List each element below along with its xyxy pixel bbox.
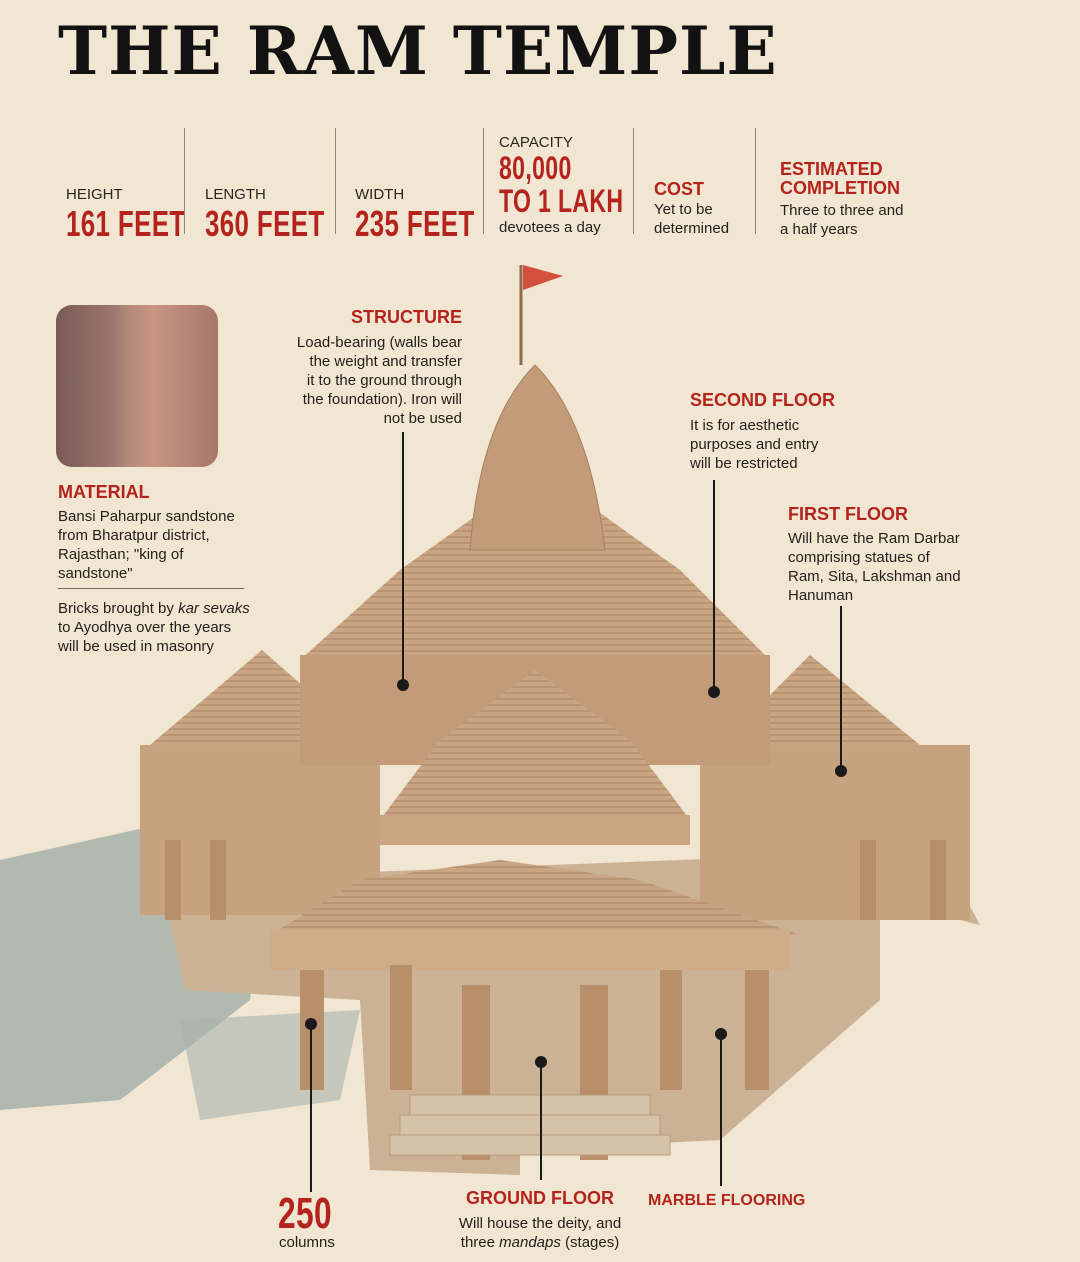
second-floor-line-3: will be restricted (690, 455, 798, 472)
material-divider (58, 588, 244, 589)
front-mandap-roof (380, 670, 690, 820)
structure-line-5: not be used (383, 410, 462, 427)
columns-label: columns (279, 1234, 335, 1251)
completion-line-2: a half years (780, 221, 858, 238)
material-line-4: sandstone" (58, 565, 133, 582)
material-line-3: Rajasthan; "king of (58, 546, 184, 563)
length-label: LENGTH (205, 186, 266, 203)
stat-divider (633, 128, 634, 234)
first-floor-marker-dot (835, 765, 847, 777)
completion-heading-1: ESTIMATED (780, 159, 883, 179)
sandstone-photo (56, 305, 218, 467)
capacity-value-1: 80,000 (499, 150, 572, 186)
page-title: THE RAM TEMPLE (58, 12, 778, 90)
width-value: 235 FEET (355, 203, 475, 244)
stat-divider (335, 128, 336, 234)
structure-line-4: the foundation). Iron will (302, 391, 462, 408)
first-floor-heading: FIRST FLOOR (788, 504, 908, 524)
stat-divider (184, 128, 185, 234)
cost-line-2: determined (654, 220, 730, 237)
material-line-2: from Bharatpur district, (58, 527, 210, 544)
structure-heading: STRUCTURE (351, 307, 462, 327)
first-floor-line-1: Will have the Ram Darbar (788, 530, 960, 547)
height-value: 161 FEET (66, 203, 186, 244)
capacity-value-2: TO 1 LAKH (499, 183, 624, 219)
stat-divider (483, 128, 484, 234)
marble-leader-line (720, 1034, 722, 1186)
marble-flooring-heading: MARBLE FLOORING (648, 1192, 806, 1209)
cost-heading: COST (654, 179, 705, 199)
second-floor-marker-dot (708, 686, 720, 698)
cost-line-1: Yet to be (654, 201, 713, 218)
bricks-line-2: to Ayodhya over the years (58, 619, 232, 636)
main-roof (300, 470, 770, 660)
material-heading: MATERIAL (58, 482, 150, 502)
material-line-1: Bansi Paharpur sandstone (58, 508, 235, 525)
flag (523, 265, 563, 290)
temple-illustration (0, 265, 980, 1175)
bricks-line-1: Bricks brought by kar sevaks (58, 600, 250, 617)
structure-line-2: the weight and transfer (309, 353, 462, 370)
columns-leader-line (310, 1024, 312, 1192)
structure-line-3: it to the ground through (306, 372, 462, 389)
second-floor-line-1: It is for aesthetic (690, 417, 800, 434)
first-floor-line-2: comprising statues of (788, 549, 930, 566)
front-mandap-eave (380, 815, 690, 845)
ground-shadow (180, 1010, 360, 1120)
columns-count: 250 (278, 1189, 332, 1238)
second-floor-leader-line (713, 480, 715, 690)
completion-line-1: Three to three and (780, 202, 904, 219)
height-label: HEIGHT (66, 186, 123, 203)
capacity-label: CAPACITY (499, 134, 573, 151)
length-value: 360 FEET (205, 203, 325, 244)
capacity-note: devotees a day (499, 219, 601, 236)
width-label: WIDTH (355, 186, 405, 203)
ground-floor-line-1: Will house the deity, and (458, 1215, 622, 1232)
second-floor-heading: SECOND FLOOR (690, 390, 836, 410)
structure-leader-line (402, 432, 404, 684)
first-floor-line-3: Ram, Sita, Lakshman and (788, 568, 961, 585)
second-floor-line-2: purposes and entry (690, 436, 819, 453)
completion-heading-2: COMPLETION (780, 178, 900, 198)
ground-floor-leader-line (540, 1062, 542, 1180)
porch-eave (270, 930, 790, 970)
first-floor-line-4: Hanuman (788, 587, 854, 604)
bricks-line-3: will be used in masonry (58, 638, 214, 655)
porch-roof (270, 860, 800, 935)
main-spire (469, 364, 606, 551)
structure-marker-dot (397, 679, 409, 691)
structure-line-1: Load-bearing (walls bear (296, 334, 462, 351)
stat-divider (755, 128, 756, 234)
ground-floor-heading: GROUND FLOOR (466, 1188, 614, 1208)
ground-floor-line-2: three mandaps (stages) (460, 1234, 620, 1251)
first-floor-leader-line (840, 606, 842, 766)
